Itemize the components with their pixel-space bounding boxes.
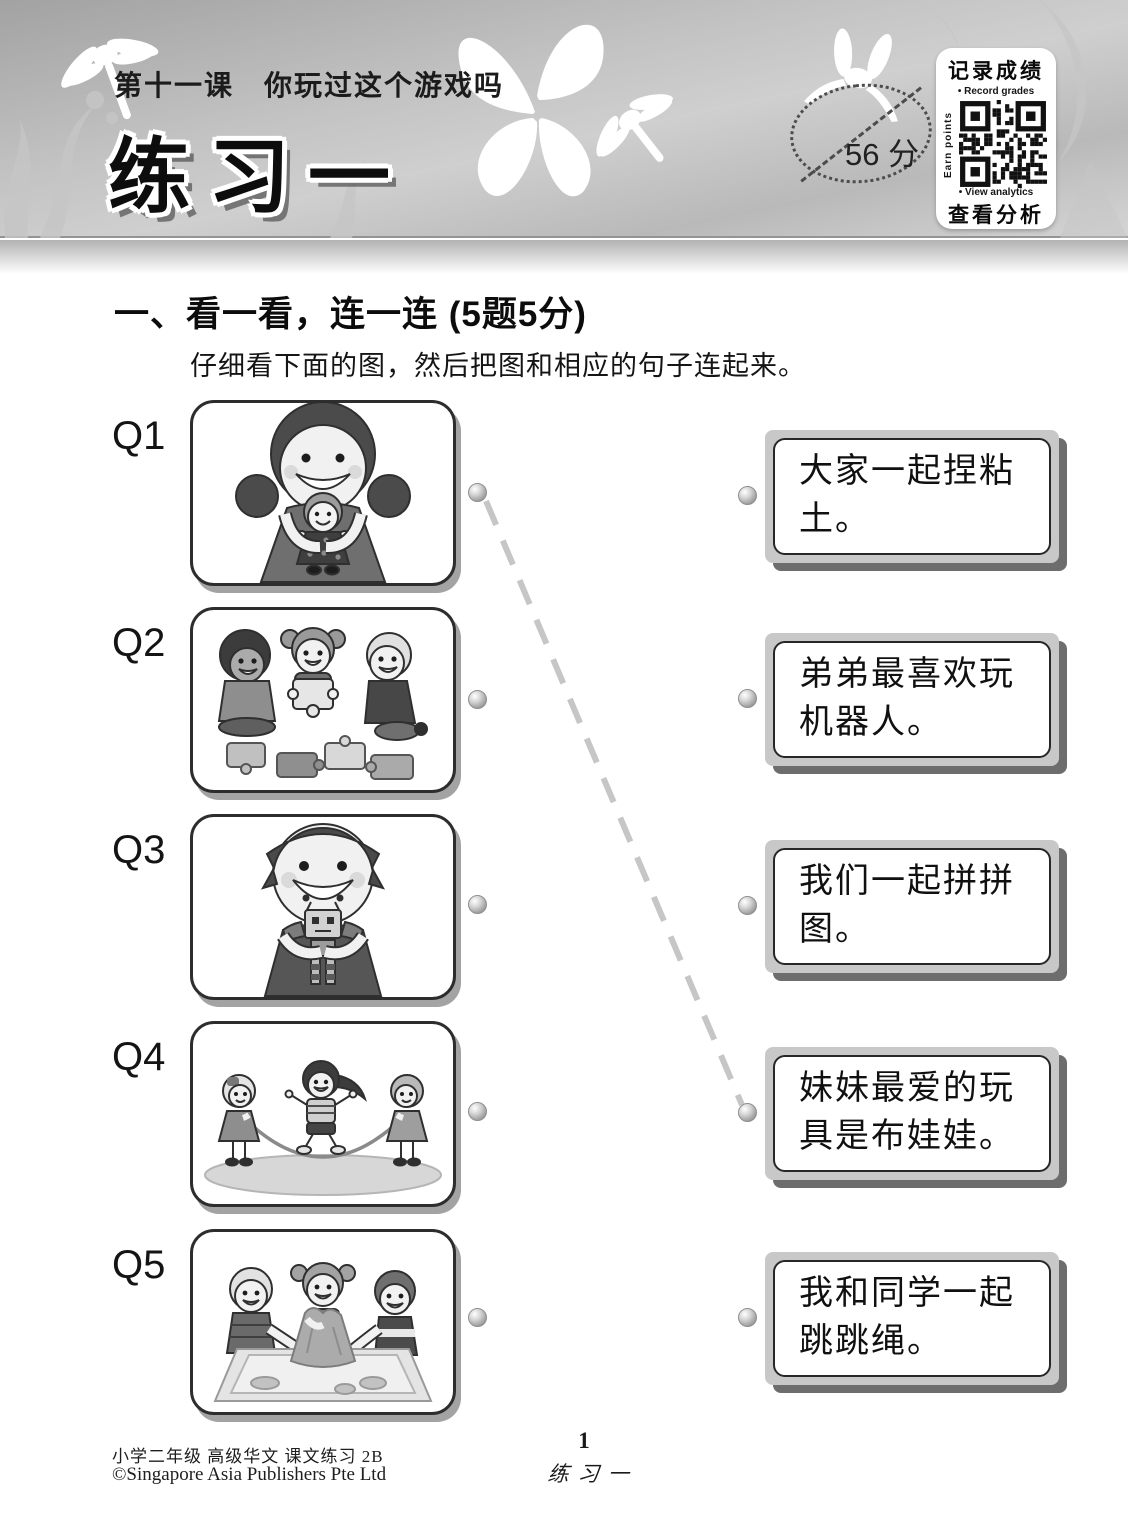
section-heading: 一、看一看，连一连 (5题5分)	[114, 295, 587, 334]
answer-text-3: 我们一起拼拼图。	[799, 863, 1015, 948]
question-label-q5: Q5	[112, 1243, 166, 1287]
qr-view-analytics-label: • View analytics	[958, 187, 1034, 198]
connector-dot-answer5[interactable]	[738, 1308, 757, 1327]
header-band: 第十一课 你玩过这个游戏吗 练习一 56 分 记录成绩 • Record gra…	[0, 0, 1128, 238]
lesson-title: 第十一课 你玩过这个游戏吗	[114, 70, 505, 101]
connector-dot-answer2[interactable]	[738, 689, 757, 708]
question-label-q4: Q4	[112, 1035, 166, 1079]
footer-series-title: 小学二年级 高级华文 课文练习 2B	[112, 1447, 384, 1466]
connector-dot-q3[interactable]	[468, 895, 487, 914]
connector-dot-answer3[interactable]	[738, 896, 757, 915]
question-image-q2	[190, 607, 456, 793]
question-label-q3: Q3	[112, 828, 166, 872]
answer-text-2: 弟弟最喜欢玩机器人。	[799, 656, 1015, 741]
qr-title-cn: 记录成绩	[948, 60, 1044, 83]
connector-dot-answer1[interactable]	[738, 486, 757, 505]
illustration-children-jigsaw-puzzle	[217, 627, 428, 780]
answer-card-2[interactable]: 弟弟最喜欢玩机器人。	[765, 633, 1059, 766]
illustration-girl-hugging-doll	[235, 401, 411, 583]
footer-page-label: 练习一	[546, 1462, 640, 1486]
qr-record-grades-label: • Record grades	[957, 86, 1035, 97]
header-fade-strip	[0, 240, 1128, 274]
answer-card-1[interactable]: 大家一起捏粘土。	[765, 430, 1059, 563]
qr-code-icon	[959, 100, 1047, 188]
butterfly-icon	[458, 24, 604, 197]
question-label-q1: Q1	[112, 414, 166, 458]
connector-dot-q4[interactable]	[468, 1102, 487, 1121]
score-value: 56 分	[844, 136, 920, 172]
question-image-q5	[190, 1229, 456, 1415]
answer-text-1: 大家一起捏粘土。	[799, 453, 1015, 538]
qr-panel: 记录成绩 • Record grades Earn points	[936, 48, 1056, 229]
connector-dot-answer4[interactable]	[738, 1103, 757, 1122]
answer-text-4: 妹妹最爱的玩具是布娃娃。	[799, 1070, 1015, 1155]
illustration-children-moulding-clay	[213, 1262, 433, 1402]
qr-title-cn-bottom: 查看分析	[948, 204, 1044, 227]
answer-card-3[interactable]: 我们一起拼拼图。	[765, 840, 1059, 973]
dragonfly-icon	[596, 94, 673, 162]
answer-card-4[interactable]: 妹妹最爱的玩具是布娃娃。	[765, 1047, 1059, 1180]
question-image-q4	[190, 1021, 456, 1207]
connector-dot-q1[interactable]	[468, 483, 487, 502]
score-oval: 56 分	[785, 76, 937, 191]
illustration-girls-skipping-rope	[204, 1060, 442, 1196]
connector-dot-q5[interactable]	[468, 1308, 487, 1327]
answer-text-5: 我和同学一起跳跳绳。	[799, 1275, 1015, 1360]
instruction-text: 仔细看下面的图，然后把图和相应的句子连起来。	[190, 351, 806, 381]
footer-publisher: ©Singapore Asia Publishers Pte Ltd	[112, 1464, 387, 1485]
illustration-boy-holding-robot	[260, 823, 386, 997]
exercise-title: 练习一	[108, 132, 409, 223]
connector-dot-q2[interactable]	[468, 690, 487, 709]
question-image-q3	[190, 814, 456, 1000]
qr-modules	[959, 100, 1047, 188]
footer-page-number: 1	[578, 1428, 590, 1453]
qr-earn-points-label: Earn points	[943, 112, 954, 179]
question-image-q1	[190, 400, 456, 586]
question-label-q2: Q2	[112, 621, 166, 665]
answer-card-5[interactable]: 我和同学一起跳跳绳。	[765, 1252, 1059, 1385]
